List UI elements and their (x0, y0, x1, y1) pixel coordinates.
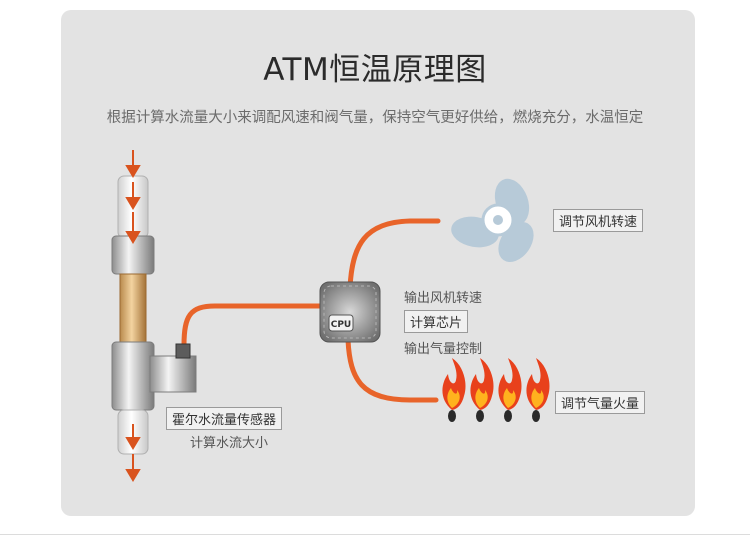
cpu-chip-icon (319, 281, 381, 343)
chip-label: 计算芯片 (404, 310, 469, 333)
cpu-label: CPU (331, 320, 352, 330)
page-title: ATM恒温原理图 (263, 52, 487, 88)
pipe-cpu-to-fan (347, 218, 441, 291)
pipe-cpu-to-flame (345, 337, 439, 403)
arrow-down-icon (125, 424, 141, 450)
flame-row (442, 358, 550, 422)
connection-pipes (181, 218, 441, 403)
sensor-sub-label: 计算水流大小 (190, 436, 269, 451)
fan-icon (451, 178, 534, 262)
divider (0, 534, 750, 535)
flame-icon (526, 358, 550, 422)
arrow-down-icon (125, 212, 141, 244)
arrow-down-icon (125, 454, 141, 482)
flame-icon (470, 358, 494, 422)
page-subtitle: 根据计算水流量大小来调配风速和阀气量，保持空气更好供给，燃烧充分，水温恒定 (106, 110, 644, 126)
flow-sensor-icon (111, 175, 197, 455)
arrow-down-icon (125, 150, 141, 178)
pipe-sensor-to-cpu (181, 303, 323, 348)
flame-icon (442, 358, 466, 422)
diagram-panel (61, 10, 695, 516)
sensor-label: 霍尔水流量传感器 (166, 407, 283, 430)
fan-output-label: 输出风机转速 (404, 291, 483, 306)
flame-icon (498, 358, 522, 422)
water-flow-arrows (125, 150, 141, 482)
gas-output-label: 输出气量控制 (404, 342, 483, 357)
flame-label: 调节气量火量 (555, 391, 646, 414)
arrow-down-icon (125, 182, 141, 210)
fan-speed-label: 调节风机转速 (553, 209, 644, 232)
